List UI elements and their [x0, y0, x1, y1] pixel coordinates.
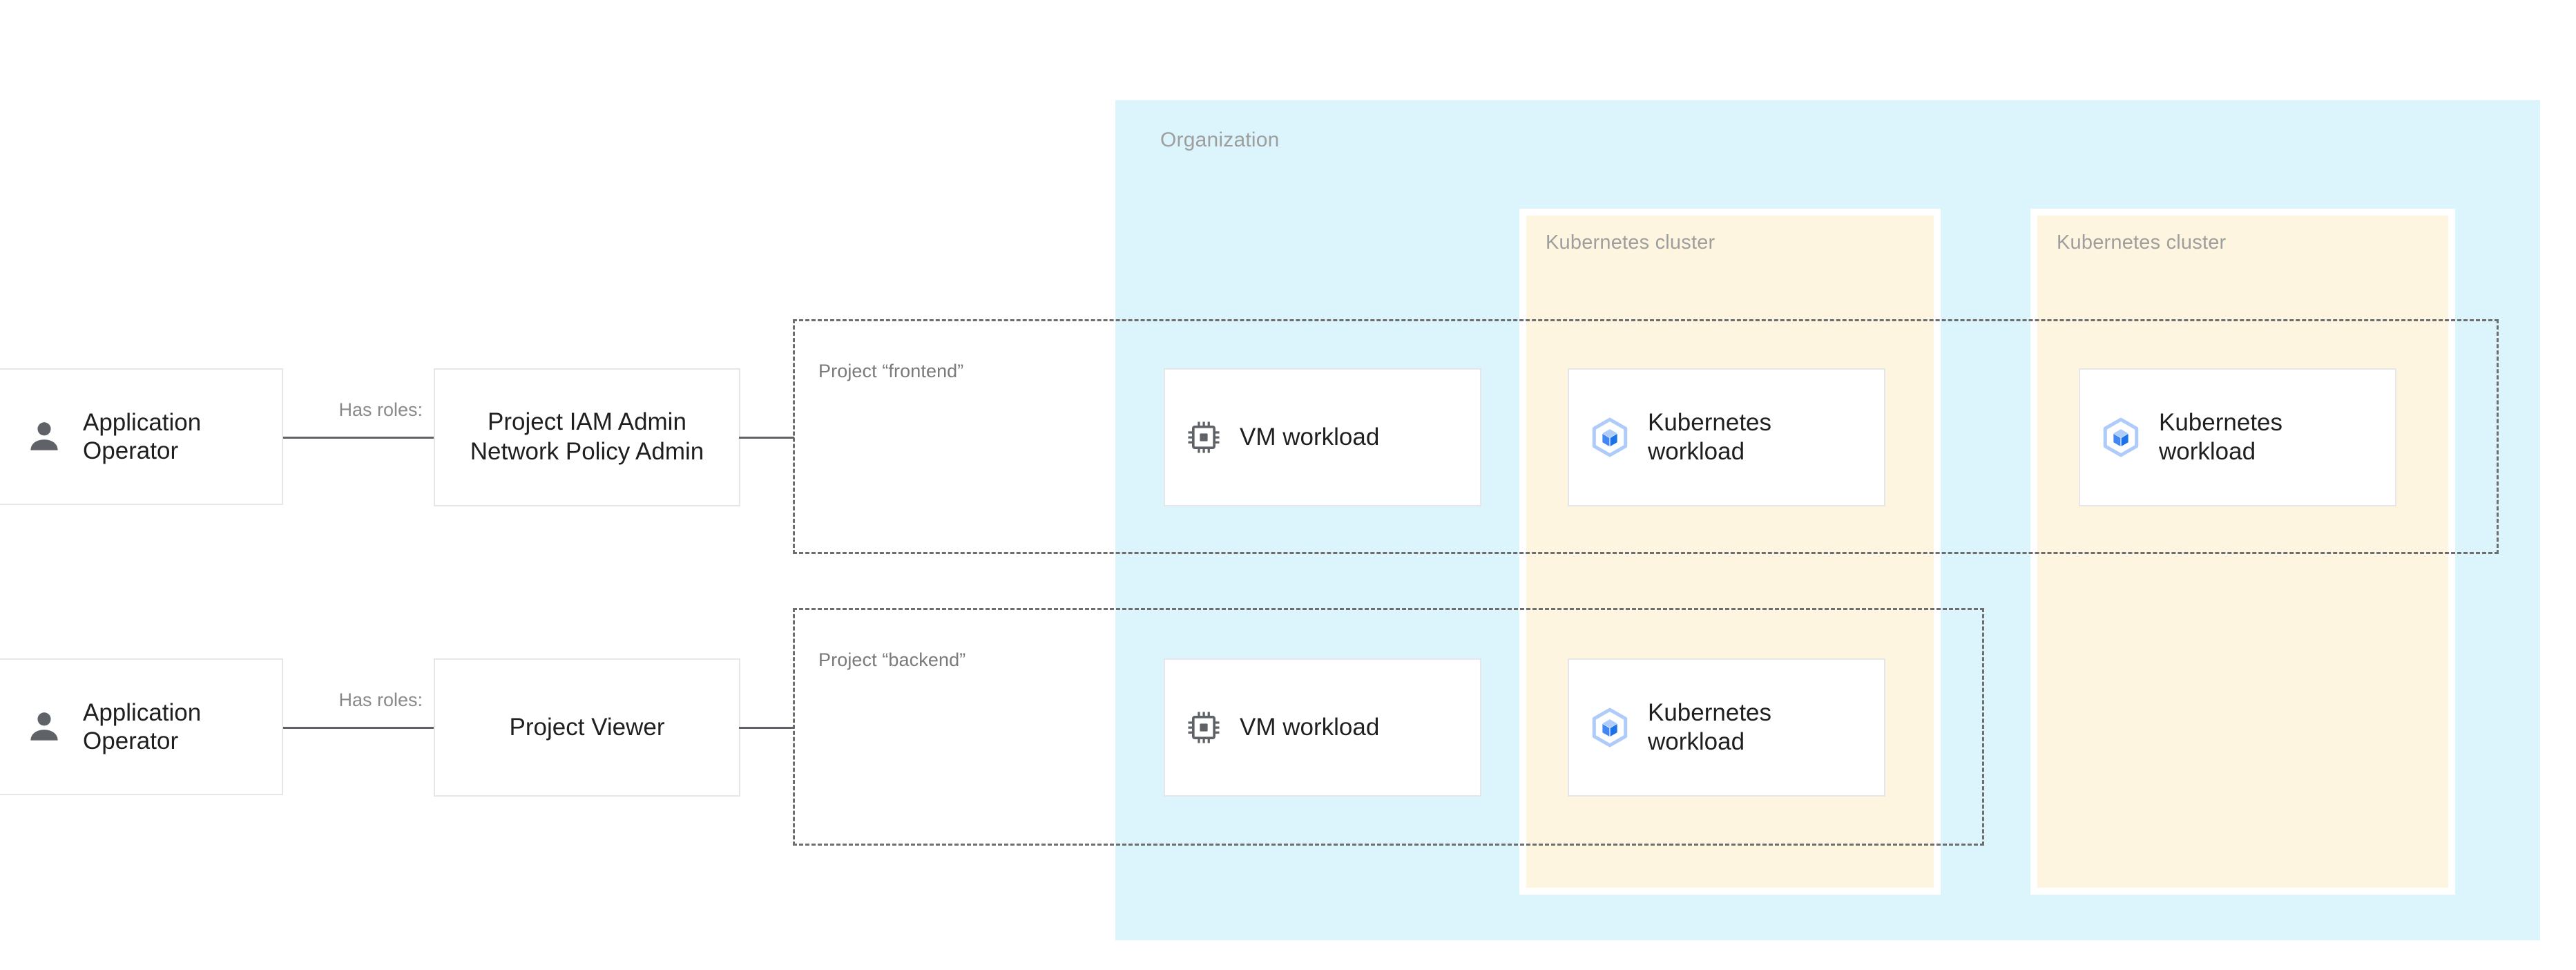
person-icon [30, 422, 58, 450]
kubernetes-cluster-label-1: Kubernetes cluster [1546, 231, 1715, 254]
cpu-chip-icon [1188, 421, 1220, 453]
actor-label-1: Application Operator [83, 408, 202, 464]
workload-label-kubernetes-frontend-2: Kubernetes workload [2159, 409, 2283, 465]
connector-actor-to-role-2 [283, 727, 435, 729]
actor-card-application-operator-1[interactable]: Application Operator [0, 368, 283, 505]
kubernetes-cube-icon [2103, 417, 2139, 457]
connector-actor-to-role-1 [283, 437, 435, 439]
workload-label-vm-frontend: VM workload [1240, 424, 1380, 450]
role-box-1[interactable]: Project IAM Admin Network Policy Admin [434, 368, 740, 506]
workload-label-kubernetes-frontend-1: Kubernetes workload [1648, 409, 1772, 465]
actor-label-2: Application Operator [83, 698, 202, 754]
workload-card-vm-frontend[interactable]: VM workload [1164, 368, 1481, 506]
actor-card-application-operator-2[interactable]: Application Operator [0, 658, 283, 795]
has-roles-label-1: Has roles: [338, 399, 423, 420]
workload-card-kubernetes-backend-1[interactable]: Kubernetes workload [1568, 658, 1885, 797]
has-roles-label-2: Has roles: [338, 690, 423, 710]
workload-card-kubernetes-frontend-2[interactable]: Kubernetes workload [2079, 368, 2396, 506]
workload-label-kubernetes-backend-1: Kubernetes workload [1648, 699, 1772, 755]
project-frontend-label: Project “frontend” [818, 361, 964, 381]
connector-role-to-project-1 [739, 437, 794, 439]
cpu-chip-icon [1188, 712, 1220, 743]
kubernetes-cube-icon [1592, 707, 1628, 748]
connector-role-to-project-2 [739, 727, 794, 729]
kubernetes-cluster-container-2 [2030, 209, 2455, 895]
kubernetes-cube-icon [1592, 417, 1628, 457]
organization-label: Organization [1160, 129, 1280, 151]
person-icon [30, 712, 58, 741]
project-backend-label: Project “backend” [818, 649, 966, 670]
kubernetes-cluster-label-2: Kubernetes cluster [2057, 231, 2227, 254]
workload-card-vm-backend[interactable]: VM workload [1164, 658, 1481, 797]
role-label-2: Project Viewer [509, 713, 665, 741]
workload-card-kubernetes-frontend-1[interactable]: Kubernetes workload [1568, 368, 1885, 506]
role-label-1: Project IAM Admin Network Policy Admin [470, 408, 704, 465]
workload-label-vm-backend: VM workload [1240, 714, 1380, 741]
role-box-2[interactable]: Project Viewer [434, 658, 740, 797]
